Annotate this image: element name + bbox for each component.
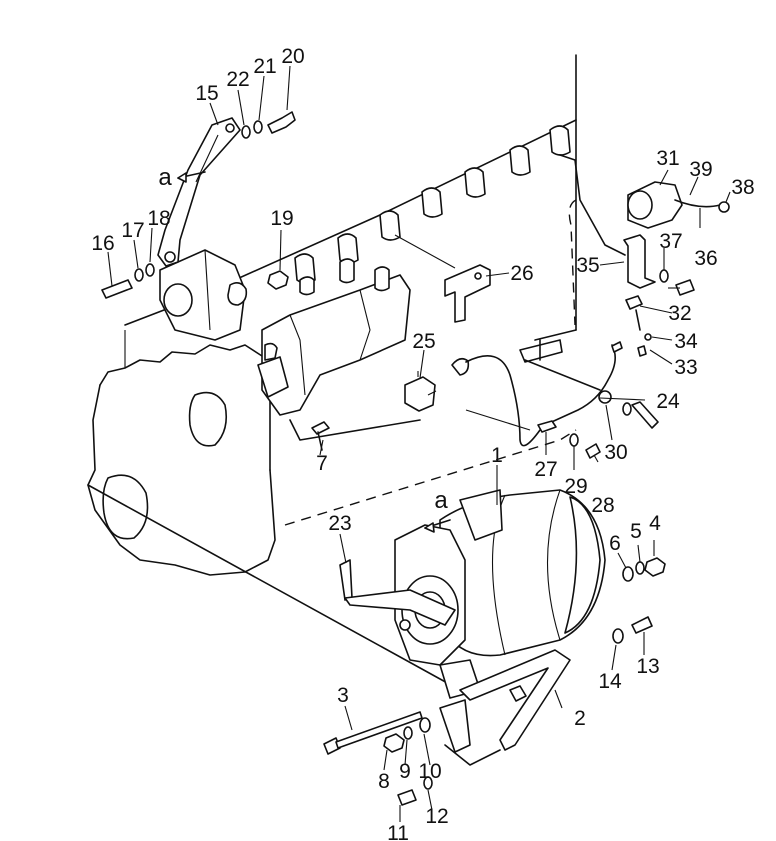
- callout-26: 26: [510, 262, 533, 285]
- harness-24: [451, 339, 623, 447]
- relay-31: [627, 181, 730, 229]
- bolt-30: [622, 401, 659, 429]
- leader-lines: [107, 65, 731, 822]
- callout-18: 18: [147, 207, 170, 230]
- callout-24: 24: [656, 390, 680, 413]
- callout-33: 33: [674, 356, 697, 379]
- callout-31: 31: [656, 147, 679, 170]
- callout-5: 5: [630, 520, 642, 543]
- callout-17: 17: [121, 219, 144, 242]
- clip-27: [537, 420, 557, 433]
- callout-22: 22: [226, 68, 249, 91]
- washer-12: [423, 776, 433, 790]
- sensor-25: [404, 371, 437, 412]
- belt-23: [339, 559, 456, 626]
- nut-4: [644, 557, 666, 577]
- callout-20: 20: [281, 45, 304, 68]
- washer-9: [403, 726, 413, 740]
- callout-labels: 1 2 3 4 5 6 7 8 9 10 11 12 13 14 15 16 1…: [91, 45, 754, 841]
- callout-29: 29: [564, 475, 587, 498]
- callout-1: 1: [491, 444, 503, 467]
- callout-21: 21: [253, 55, 276, 78]
- callout-6: 6: [609, 532, 621, 555]
- callout-34: 34: [674, 330, 698, 353]
- callout-27: 27: [534, 458, 557, 481]
- callout-39: 39: [689, 158, 712, 181]
- block-bosses: [294, 125, 571, 284]
- bracket-35: [559, 154, 656, 289]
- nut-19: [267, 270, 289, 290]
- injection-pump: [257, 258, 421, 441]
- callout-36: 36: [694, 247, 717, 270]
- callout-15: 15: [195, 82, 218, 105]
- callout-38: 38: [731, 176, 754, 199]
- callout-3: 3: [337, 684, 349, 707]
- bolt-16: [101, 263, 155, 299]
- bolt-28: [585, 443, 601, 459]
- callout-28: 28: [591, 494, 614, 517]
- callout-4: 4: [649, 512, 661, 535]
- view-label-a-top: a: [158, 164, 172, 191]
- callout-13: 13: [636, 655, 659, 678]
- callout-7: 7: [316, 452, 328, 475]
- callout-8: 8: [378, 770, 390, 793]
- callout-14: 14: [598, 670, 622, 693]
- callout-16: 16: [91, 232, 114, 255]
- callout-25: 25: [412, 330, 435, 353]
- alternator: [394, 489, 606, 699]
- nut-8: [383, 733, 405, 753]
- governor-housing: [159, 249, 248, 341]
- view-arrow-bottom: [424, 519, 451, 533]
- callout-35: 35: [576, 254, 599, 277]
- callout-9: 9: [399, 760, 411, 783]
- bolt-13: [631, 616, 653, 634]
- bolt-36: [675, 279, 695, 296]
- bolt-3: [323, 711, 423, 755]
- callout-10: 10: [418, 760, 441, 783]
- washer-37: [659, 269, 669, 283]
- washer-5: [635, 561, 645, 575]
- bracket-2: [439, 649, 571, 766]
- washer-10: [419, 717, 431, 733]
- lever-bolt-20: [241, 111, 296, 139]
- callout-37: 37: [659, 230, 682, 253]
- callout-32: 32: [668, 302, 691, 325]
- callout-19: 19: [270, 207, 293, 230]
- washer-6: [622, 566, 634, 582]
- callout-23: 23: [328, 512, 351, 535]
- washer-14: [612, 628, 624, 644]
- callout-2: 2: [574, 707, 586, 730]
- callout-11: 11: [387, 822, 409, 841]
- view-label-a-bottom: a: [434, 487, 448, 514]
- bracket-26: [394, 234, 491, 323]
- parts-33-34: [637, 333, 652, 357]
- callout-12: 12: [425, 805, 448, 828]
- sensor-32: [625, 295, 643, 331]
- washer-29: [569, 433, 579, 447]
- callout-30: 30: [604, 441, 627, 464]
- view-arrow-top: [177, 171, 206, 183]
- bolt-11: [397, 789, 417, 806]
- lever-arm: [157, 117, 241, 267]
